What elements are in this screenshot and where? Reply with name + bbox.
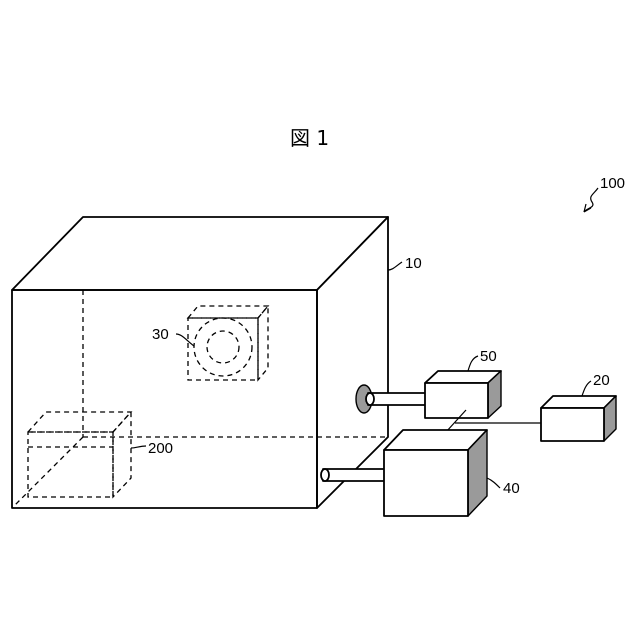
unit-20-top [541, 396, 616, 408]
component-30-top [188, 306, 268, 318]
component-30-side [258, 306, 268, 380]
label-30-leader [176, 334, 194, 346]
object-200 [28, 412, 131, 497]
unit-40 [384, 430, 487, 516]
label-100: 100 [600, 175, 625, 192]
label-10: 10 [405, 255, 422, 272]
upper-pipe-end [366, 393, 374, 405]
unit-50-front [425, 383, 488, 418]
label-50: 50 [480, 348, 497, 365]
upper-pipe [368, 393, 428, 405]
lower-port [321, 469, 385, 481]
unit-20-front [541, 408, 604, 441]
label-20: 20 [593, 372, 610, 389]
unit-50 [425, 371, 501, 418]
component-30 [188, 306, 268, 380]
component-30-inner-circle [207, 331, 239, 363]
chamber-front-face [12, 290, 317, 508]
chamber-10 [12, 217, 388, 508]
lower-pipe [323, 469, 385, 481]
object-200-front [28, 432, 113, 497]
label-20-leader [582, 381, 591, 396]
label-100-arrowhead [584, 204, 591, 212]
figure-title: 図 1 [290, 126, 329, 150]
upper-port [356, 385, 428, 413]
lower-pipe-end [321, 469, 329, 481]
component-30-front [188, 318, 258, 380]
unit-40-front [384, 450, 468, 516]
label-30: 30 [152, 326, 169, 343]
label-200: 200 [148, 440, 173, 457]
label-200-leader [131, 446, 146, 448]
object-200-side [113, 412, 131, 497]
label-10-leader [388, 262, 402, 270]
label-100-group: 100 [584, 175, 625, 212]
unit-20 [541, 396, 616, 441]
label-50-leader [468, 356, 478, 371]
label-40-leader [487, 478, 500, 488]
label-40: 40 [503, 480, 520, 497]
component-30-outer-circle [194, 318, 252, 376]
